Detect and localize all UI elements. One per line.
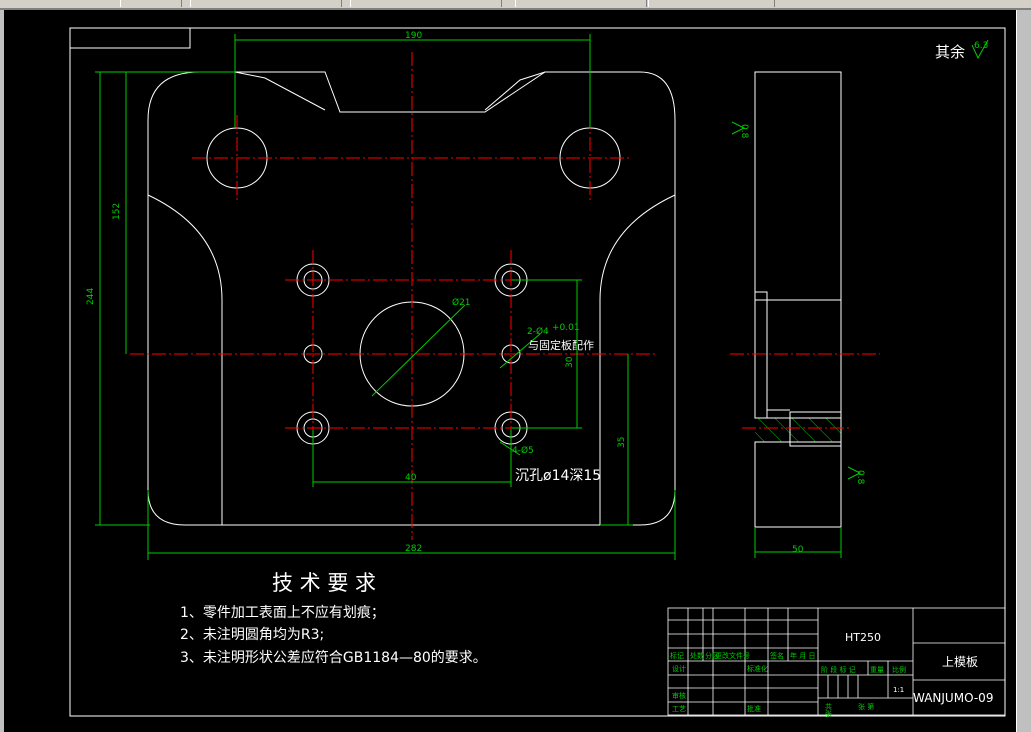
note-match-drill: 与固定板配作 xyxy=(528,338,594,352)
toolbar-tab[interactable] xyxy=(648,0,775,7)
toolbar-button[interactable] xyxy=(120,0,182,7)
tb-label: 重量 xyxy=(870,666,884,674)
tech-title: 技 术 要 求 xyxy=(272,571,376,595)
dim-190: 190 xyxy=(405,31,422,41)
tb-scale: 1:1 xyxy=(893,686,904,694)
tech-item-1: 1、零件加工表面上不应有划痕； xyxy=(180,604,385,621)
plate-outline xyxy=(147,71,676,526)
tb-material: HT250 xyxy=(845,631,881,644)
tb-label: 设计 xyxy=(672,664,686,673)
dim-2xd4: 2-Ø4 xyxy=(527,326,549,337)
roughness-symbol-icon xyxy=(847,466,862,480)
vertical-scrollbar[interactable] xyxy=(1016,10,1031,732)
tb-label: 比例 xyxy=(892,665,906,674)
drawing-border xyxy=(69,27,1006,717)
left-scroll-edge xyxy=(0,10,4,732)
tb-drawing-no: WANJUMO-09 xyxy=(913,691,993,705)
dim-tolerance: +0.01 xyxy=(552,323,580,333)
dim-dia21: Ø21 xyxy=(452,297,471,308)
tb-label: 分区 xyxy=(705,651,719,660)
tech-item-3: 3、未注明形状公差应符合GB1184—80的要求。 xyxy=(180,649,487,666)
tb-label: 更改文件号 xyxy=(715,651,750,660)
tb-sheet: 张 xyxy=(825,709,832,718)
title-block: HT250 上模板 WANJUMO-09 1:1 标记 处数 分区 更改文件号 … xyxy=(667,607,1006,718)
window-toolbar-strip xyxy=(0,0,1031,10)
dim-30: 30 xyxy=(565,356,575,368)
dim-50: 50 xyxy=(792,545,804,555)
dim-244: 244 xyxy=(86,288,96,305)
left-slot xyxy=(147,194,223,525)
tb-label: 标记 xyxy=(670,651,684,660)
roughness-symbol-icon xyxy=(971,39,989,60)
toolbar-tab[interactable] xyxy=(350,0,502,7)
tb-label: 处数 xyxy=(690,651,704,660)
dim-35: 35 xyxy=(617,437,627,448)
rough-bottom: 0.8 xyxy=(855,470,865,485)
tb-sheet: 共 xyxy=(825,702,832,711)
tb-label: 批准 xyxy=(747,704,761,713)
dim-282: 282 xyxy=(405,544,422,554)
dim-152: 152 xyxy=(112,203,122,220)
tb-label: 签名 xyxy=(770,651,784,660)
dim-40: 40 xyxy=(405,473,417,483)
tb-sheet: 张 第 xyxy=(858,702,874,711)
surface-roughness-value: 6.3 xyxy=(974,41,988,51)
tb-label: 阶 段 标 记 xyxy=(821,665,856,674)
notch-line xyxy=(234,71,326,111)
plan-view xyxy=(130,52,676,540)
tb-part-name: 上模板 xyxy=(942,655,978,669)
notch-line xyxy=(484,71,546,111)
dimensions: 190 244 152 282 Ø21 2-Ø4 +0.01 与固定板配作 30… xyxy=(86,31,676,560)
surface-note: 其余 xyxy=(935,43,965,61)
tb-label: 年 月 日 xyxy=(790,651,815,660)
toolbar-tab[interactable] xyxy=(190,0,342,7)
tb-label: 标准化 xyxy=(747,664,768,673)
tech-item-2: 2、未注明圆角均为R3; xyxy=(180,627,324,643)
section-view: 0.8 0.8 50 xyxy=(730,71,880,558)
roughness-symbol-icon xyxy=(731,121,746,135)
note-counterbore: 沉孔ø14深15 xyxy=(515,468,601,484)
toolbar-tab[interactable] xyxy=(515,0,647,7)
right-slot xyxy=(599,194,676,525)
top-left-box xyxy=(70,28,191,49)
tb-label: 工艺 xyxy=(672,705,686,713)
dim-4xd5: 4-Ø5 xyxy=(512,445,534,456)
rough-top: 0.8 xyxy=(739,124,749,139)
tb-label: 审核 xyxy=(672,691,686,700)
